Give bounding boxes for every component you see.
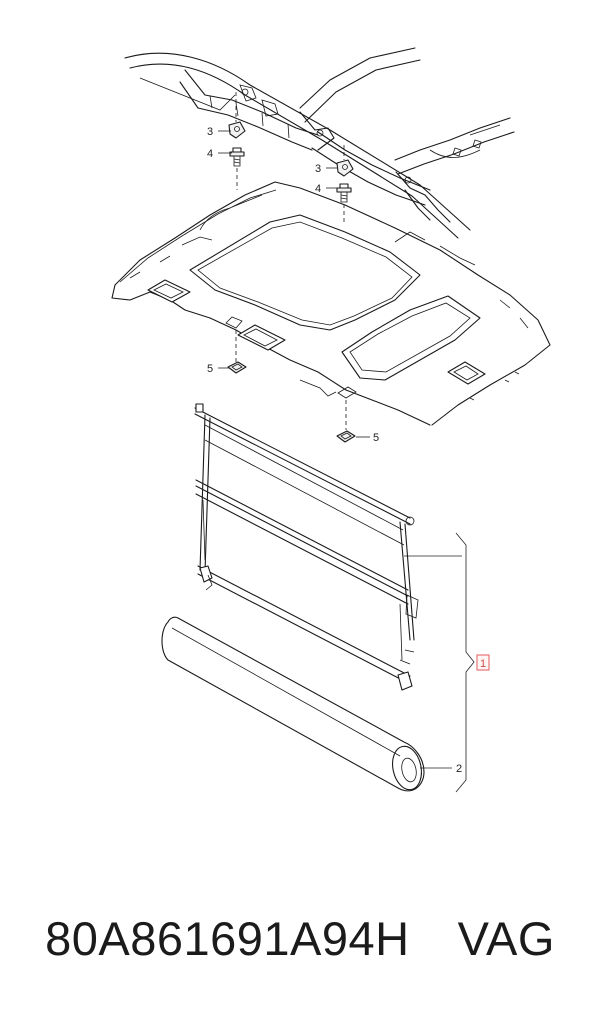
callout-2: 2 bbox=[456, 763, 462, 775]
callout-1: 1 bbox=[480, 658, 486, 670]
headliner-panel bbox=[111, 181, 551, 426]
callout-5-left: 5 bbox=[207, 363, 213, 375]
callout-3-right: 3 bbox=[315, 163, 321, 175]
callout-4-right: 4 bbox=[315, 183, 321, 195]
part-number: 80A861691A94H bbox=[45, 911, 410, 965]
roof-frame bbox=[124, 47, 515, 239]
clip-5-right bbox=[336, 386, 357, 443]
leader-lines bbox=[218, 130, 475, 793]
callouts: 3 4 3 4 5 5 1 2 bbox=[207, 126, 490, 775]
callout-5-right: 5 bbox=[373, 432, 379, 444]
fastener-clip-left bbox=[228, 92, 246, 190]
fastener-clip-right bbox=[336, 145, 354, 222]
part-number-caption: 80A861691A94H VAG bbox=[0, 898, 600, 978]
partition-net-assembly bbox=[194, 403, 419, 691]
callout-4-left: 4 bbox=[207, 148, 213, 160]
clip-5-left bbox=[227, 330, 247, 374]
brand-label: VAG bbox=[457, 911, 555, 965]
callout-1-highlight-box bbox=[476, 654, 490, 671]
callout-3-left: 3 bbox=[207, 126, 213, 138]
luggage-cover-roll bbox=[161, 616, 425, 792]
